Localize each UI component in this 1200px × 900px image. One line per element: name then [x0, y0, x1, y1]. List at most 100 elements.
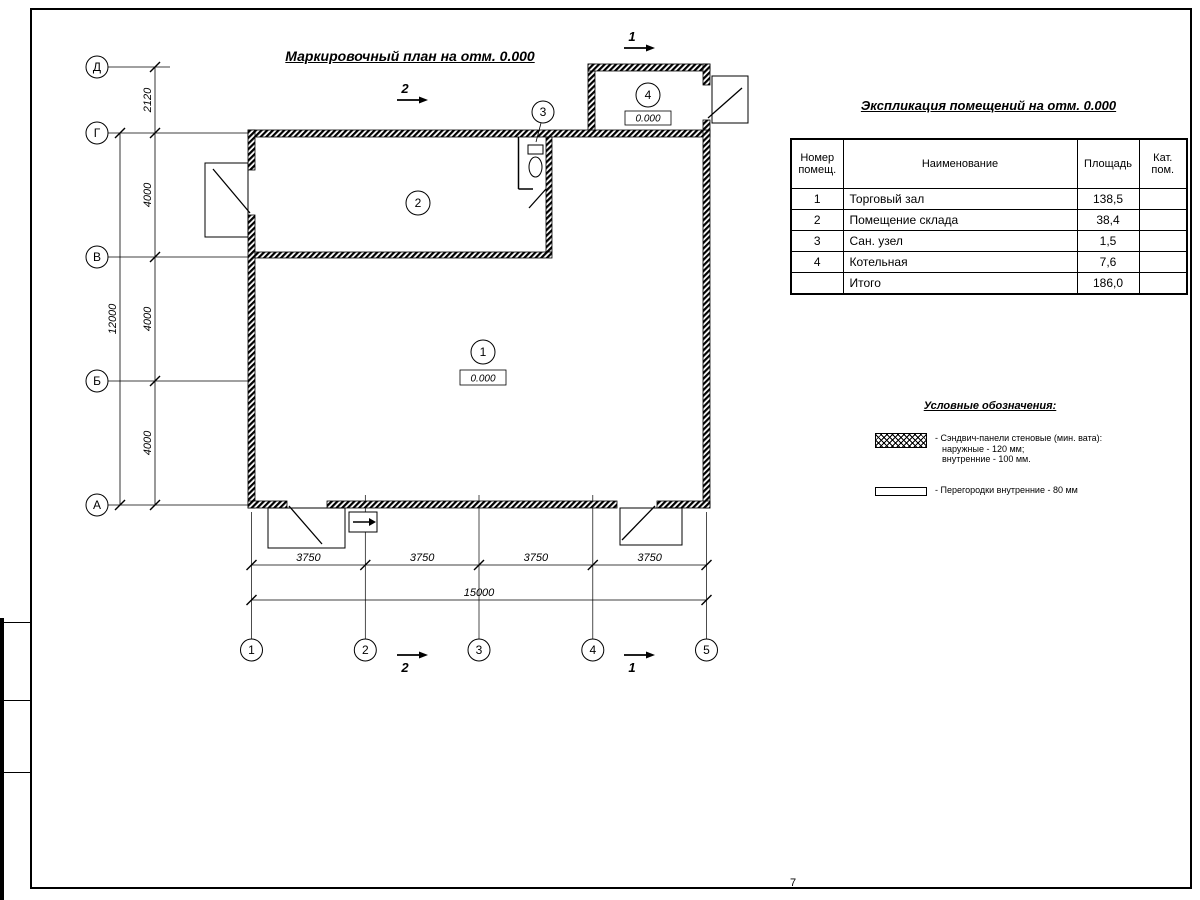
door-leaves [212, 87, 743, 545]
column-header-number: Номер помещ. [790, 138, 844, 189]
axis-label-5: 5 [703, 643, 710, 657]
dimension-label: 2120 [142, 87, 154, 113]
dimension-lines [119, 67, 707, 601]
partition-double-line-icon [875, 486, 927, 496]
door-leaf-wc [528, 188, 547, 209]
room-number-cell [790, 272, 844, 295]
frame-divider-line [0, 622, 30, 623]
toilet-fixture [527, 144, 544, 178]
landing-bottom-right [619, 507, 683, 546]
dimension-label: 3750 [637, 552, 662, 564]
wall-bottom-seg3 [656, 500, 711, 509]
table-row: 4 Котельная 7,6 [790, 251, 1188, 273]
dimension-label: 3750 [524, 552, 549, 564]
axis-label-4: 4 [589, 643, 596, 657]
elevation-value: 0.000 [470, 374, 495, 385]
room-area-cell: 7,6 [1076, 251, 1140, 273]
section-mark-1-bottom: 1 [624, 651, 655, 675]
wall-boiler-right-lower [702, 119, 711, 131]
dimension-label: 4000 [142, 182, 154, 207]
legend-item-partitions: - Перегородки внутренние - 80 мм [875, 485, 1175, 496]
room-tag-2: 2 [405, 190, 431, 216]
room-name-cell: Помещение склада [842, 209, 1078, 231]
dimension-label: 3750 [410, 552, 435, 564]
schedule-header-row: Номер помещ. Наименование Площадь Кат. п… [790, 138, 1188, 189]
table-row: 2 Помещение склада 38,4 [790, 209, 1188, 231]
room-category-cell [1138, 188, 1188, 210]
room-name-cell: Торговый зал [842, 188, 1078, 210]
legend-line: - Перегородки внутренние - 80 мм [935, 484, 1078, 495]
dimension-ticks [114, 61, 712, 606]
room-tag-4: 4 0.000 [624, 82, 672, 126]
legend-line: внутренние - 100 мм. [942, 454, 1031, 464]
frame-divider-line [0, 772, 30, 773]
wall-interior-horizontal [254, 251, 553, 259]
room-area-cell: 138,5 [1076, 188, 1140, 210]
page-mark: 7 [790, 877, 797, 889]
wall-bottom-seg2 [326, 500, 618, 509]
column-header-name: Наименование [842, 138, 1078, 189]
bottom-axis-bubbles [240, 638, 718, 662]
legend-line: - Сэндвич-панели стеновые (мин. вата): [935, 433, 1103, 443]
section-number: 2 [400, 660, 409, 675]
legend-line: наружные - 120 мм; [942, 443, 1025, 454]
room-number-cell: 3 [790, 230, 844, 252]
door-leaf-bottom-right [621, 505, 656, 541]
room-number: 1 [480, 345, 487, 359]
wall-right-main [702, 129, 711, 509]
legend: - Сэндвич-панели стеновые (мин. вата): н… [875, 433, 1175, 516]
entrance-landings [204, 75, 749, 549]
legend-title: Условные обозначения: [923, 400, 1057, 412]
elevation-box [459, 369, 507, 386]
room-tag-3: 3 [531, 100, 555, 143]
room-number: 4 [645, 88, 652, 102]
room-number-cell: 2 [790, 209, 844, 231]
section-mark-2-top: 2 [397, 81, 428, 104]
schedule-title: Экспликация помещений на отм. 0.000 [860, 98, 1117, 113]
axis-label-1: 1 [248, 643, 255, 657]
table-row-total: Итого 186,0 [790, 272, 1188, 295]
dimension-label: 4000 [142, 430, 154, 455]
total-label-cell: Итого [842, 272, 1078, 295]
room-number: 3 [540, 105, 547, 119]
room-number-cell: 1 [790, 188, 844, 210]
room-area-cell: 1,5 [1076, 230, 1140, 252]
section-number: 2 [400, 81, 409, 96]
room-number-cell: 4 [790, 251, 844, 273]
table-row: 1 Торговый зал 138,5 [790, 188, 1188, 210]
dimension-label: 3750 [296, 552, 321, 564]
entrance-arrow [348, 511, 378, 533]
plan-title: Маркировочный план на отм. 0.000 [285, 48, 535, 64]
wc-partitions [517, 137, 533, 190]
binding-strip [0, 618, 4, 900]
left-axis-bubbles [85, 55, 109, 517]
dimension-total-label: 12000 [107, 303, 119, 334]
section-number: 1 [628, 660, 635, 675]
legend-item-sandwich-panels: - Сэндвич-панели стеновые (мин. вата): н… [875, 433, 1175, 465]
wall-boiler-left [587, 63, 596, 131]
column-header-category: Кат. пом. [1138, 138, 1188, 189]
section-mark-1-top: 1 [624, 29, 655, 52]
axis-label-D: Д [93, 60, 101, 74]
axis-label-2: 2 [362, 643, 369, 657]
axis-label-A: А [93, 498, 101, 512]
wall-left-upper [247, 129, 256, 171]
room-category-cell [1138, 230, 1188, 252]
elevation-value: 0.000 [635, 114, 660, 125]
axis-lines [108, 66, 707, 639]
landing-bottom-left [267, 507, 346, 549]
room-category-cell [1138, 272, 1188, 295]
room-name-cell: Сан. узел [842, 230, 1078, 252]
wall-interior-vertical [545, 136, 553, 253]
dimension-total-label: 15000 [464, 587, 495, 599]
room-number: 2 [415, 196, 422, 210]
wall-boiler-right-upper [702, 63, 711, 86]
axis-label-V: В [93, 250, 101, 264]
landing-left [204, 162, 249, 238]
door-leaf-left-entrance [212, 168, 251, 214]
room-category-cell [1138, 251, 1188, 273]
dimension-label: 4000 [142, 306, 154, 331]
total-area-cell: 186,0 [1076, 272, 1140, 295]
sheet-frame [30, 8, 1192, 889]
